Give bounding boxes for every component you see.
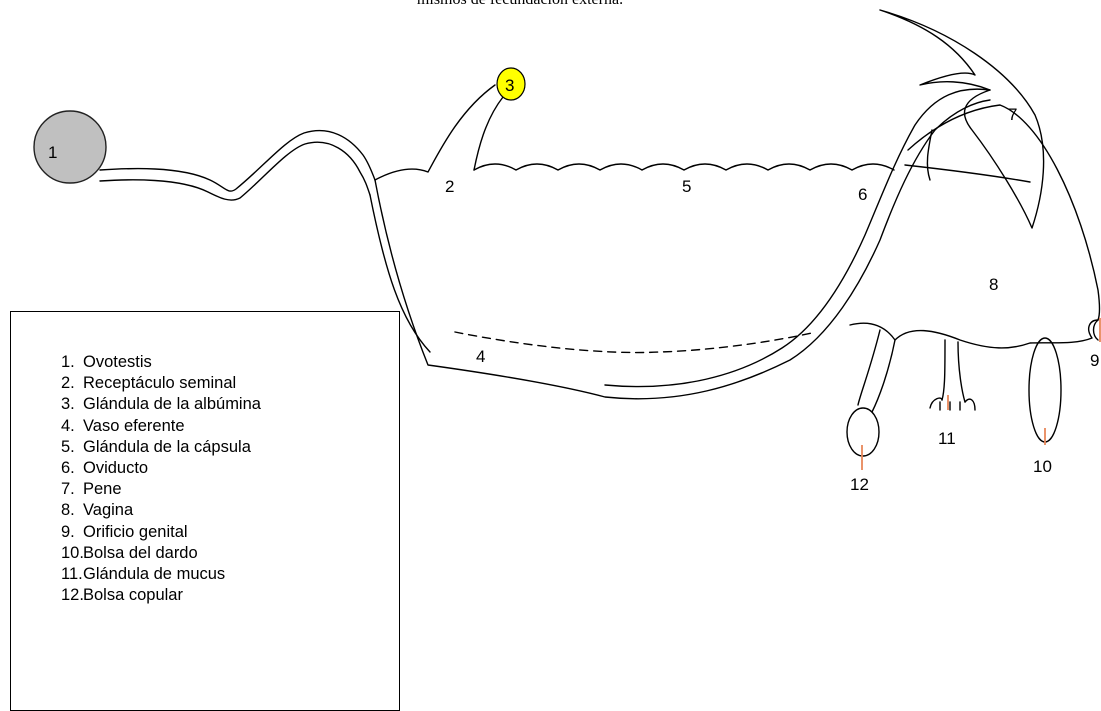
ovotestis-organ <box>33 110 107 184</box>
mucus-gland-duct-inner <box>957 341 966 403</box>
oviduct-outer <box>374 99 991 400</box>
legend-item-number: 1. <box>61 353 75 371</box>
hermaphrodite-duct <box>99 129 376 192</box>
penis-organ <box>879 9 1045 229</box>
legend-item-number: 9. <box>61 522 75 541</box>
label-seminal-receptacle: 2 <box>445 177 454 196</box>
legend-item: 1. Ovotestis <box>61 352 261 373</box>
label-bursa-copulatrix: 12 <box>850 475 869 494</box>
legend-item-text: Oviducto <box>83 459 149 478</box>
mucus-gland-duct <box>941 339 946 401</box>
legend-item: 8. Vagina <box>61 500 261 521</box>
legend-item-text: Pene <box>83 480 122 499</box>
legend-item-number: 12. <box>61 586 84 605</box>
label-ovotestis: 1 <box>48 143 57 162</box>
albumen-duct <box>374 84 496 181</box>
capsule-gland-wave <box>473 163 895 171</box>
hermaphrodite-duct-inner <box>99 141 371 201</box>
legend-item-number: 6. <box>61 459 75 478</box>
legend-item-text: Orificio genital <box>83 522 188 541</box>
label-efferent-duct: 4 <box>476 347 485 366</box>
label-albumen-gland: 3 <box>505 76 514 95</box>
dart-sac-organ <box>1028 337 1062 443</box>
legend-item: 2. Receptáculo seminal <box>61 373 261 394</box>
legend-item-text: Bolsa del dardo <box>83 543 198 562</box>
mucus-gland-tips <box>929 397 976 411</box>
label-mucus-gland: 11 <box>938 429 956 448</box>
albumen-duct-inner <box>473 96 504 171</box>
bursa-copulatrix-organ <box>846 407 880 457</box>
oviduct-inner <box>369 194 431 353</box>
legend-item-text: Glándula de la cápsula <box>83 437 251 456</box>
legend-item-number: 4. <box>61 416 75 435</box>
label-vagina: 8 <box>989 275 998 294</box>
legend-item-text: Ovotestis <box>83 353 152 371</box>
legend-item-text: Glándula de la albúmina <box>83 395 261 414</box>
label-penis: 7 <box>1008 105 1017 124</box>
label-capsule-gland: 5 <box>682 177 691 196</box>
legend-item: 12.Bolsa copular <box>61 585 261 606</box>
legend-item-number: 11. <box>61 565 83 584</box>
legend-item-number: 2. <box>61 374 75 393</box>
legend-list: 1. Ovotestis 2. Receptáculo seminal 3. Glándu… <box>61 352 261 606</box>
figure-caption: mismos de fecundación externa. <box>300 0 740 9</box>
legend-item: 5. Glándula de la cápsula <box>61 437 261 458</box>
legend-item-number: 8. <box>61 501 75 520</box>
legend-item: 10.Bolsa del dardo <box>61 543 261 564</box>
label-dart-sac: 10 <box>1033 457 1052 476</box>
legend-item-text: Vaso eferente <box>83 416 185 435</box>
albumen-gland-organ <box>496 67 526 101</box>
legend-item-number: 10. <box>61 543 84 562</box>
vagina-outline <box>907 104 1101 321</box>
reproductive-system-diagram: 1 2 3 4 5 6 7 8 9 10 11 12 <box>33 9 1101 494</box>
genital-orifice-outline <box>1092 319 1099 341</box>
efferent-duct-dashed <box>454 331 813 354</box>
legend-item: 6. Oviducto <box>61 458 261 479</box>
legend-item-text: Vagina <box>83 501 134 520</box>
legend-item-number: 5. <box>61 437 75 456</box>
legend-box: 1. Ovotestis 2. Receptáculo seminal 3. Glándu… <box>10 311 400 711</box>
legend-item-number: 3. <box>61 395 75 414</box>
legend-item: 7. Pene <box>61 479 261 500</box>
legend-item: 3. Glándula de la albúmina <box>61 394 261 415</box>
label-genital-orifice: 9 <box>1090 351 1099 370</box>
capsule-gland-edge <box>904 164 1031 183</box>
legend-item: 11.Glándula de mucus <box>61 564 261 585</box>
legend-item: 4. Vaso eferente <box>61 416 261 437</box>
legend-item: 9. Orificio genital <box>61 522 261 543</box>
legend-item-text: Receptáculo seminal <box>83 374 237 393</box>
vagina-bottom <box>849 319 1099 349</box>
oviduct-inner-2 <box>604 88 991 388</box>
label-oviduct: 6 <box>858 185 867 204</box>
legend-item-text: Bolsa copular <box>83 586 183 605</box>
legend-item-number: 7. <box>61 480 75 499</box>
bursa-duct-inner <box>871 339 896 413</box>
bursa-duct <box>857 329 881 406</box>
vagina-connector <box>926 129 933 181</box>
legend-item-text: Glándula de mucus <box>83 565 226 584</box>
